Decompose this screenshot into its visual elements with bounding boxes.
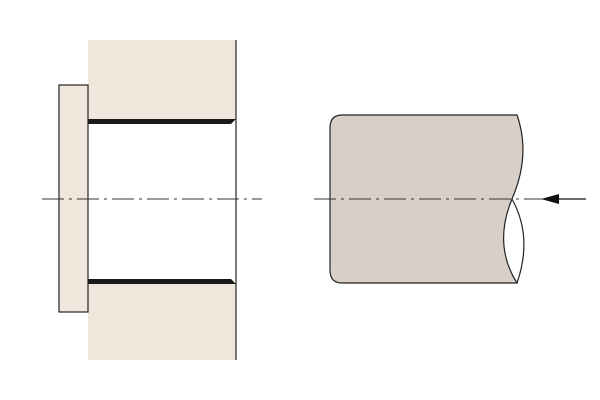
housing-upper — [88, 40, 236, 120]
bore-edge-top — [88, 119, 236, 124]
bore-edge-bottom — [88, 279, 236, 284]
shaft-break-line — [511, 198, 525, 284]
arrow-left-icon — [541, 194, 586, 204]
housing-lower — [88, 283, 236, 360]
arrow-head — [541, 194, 559, 204]
